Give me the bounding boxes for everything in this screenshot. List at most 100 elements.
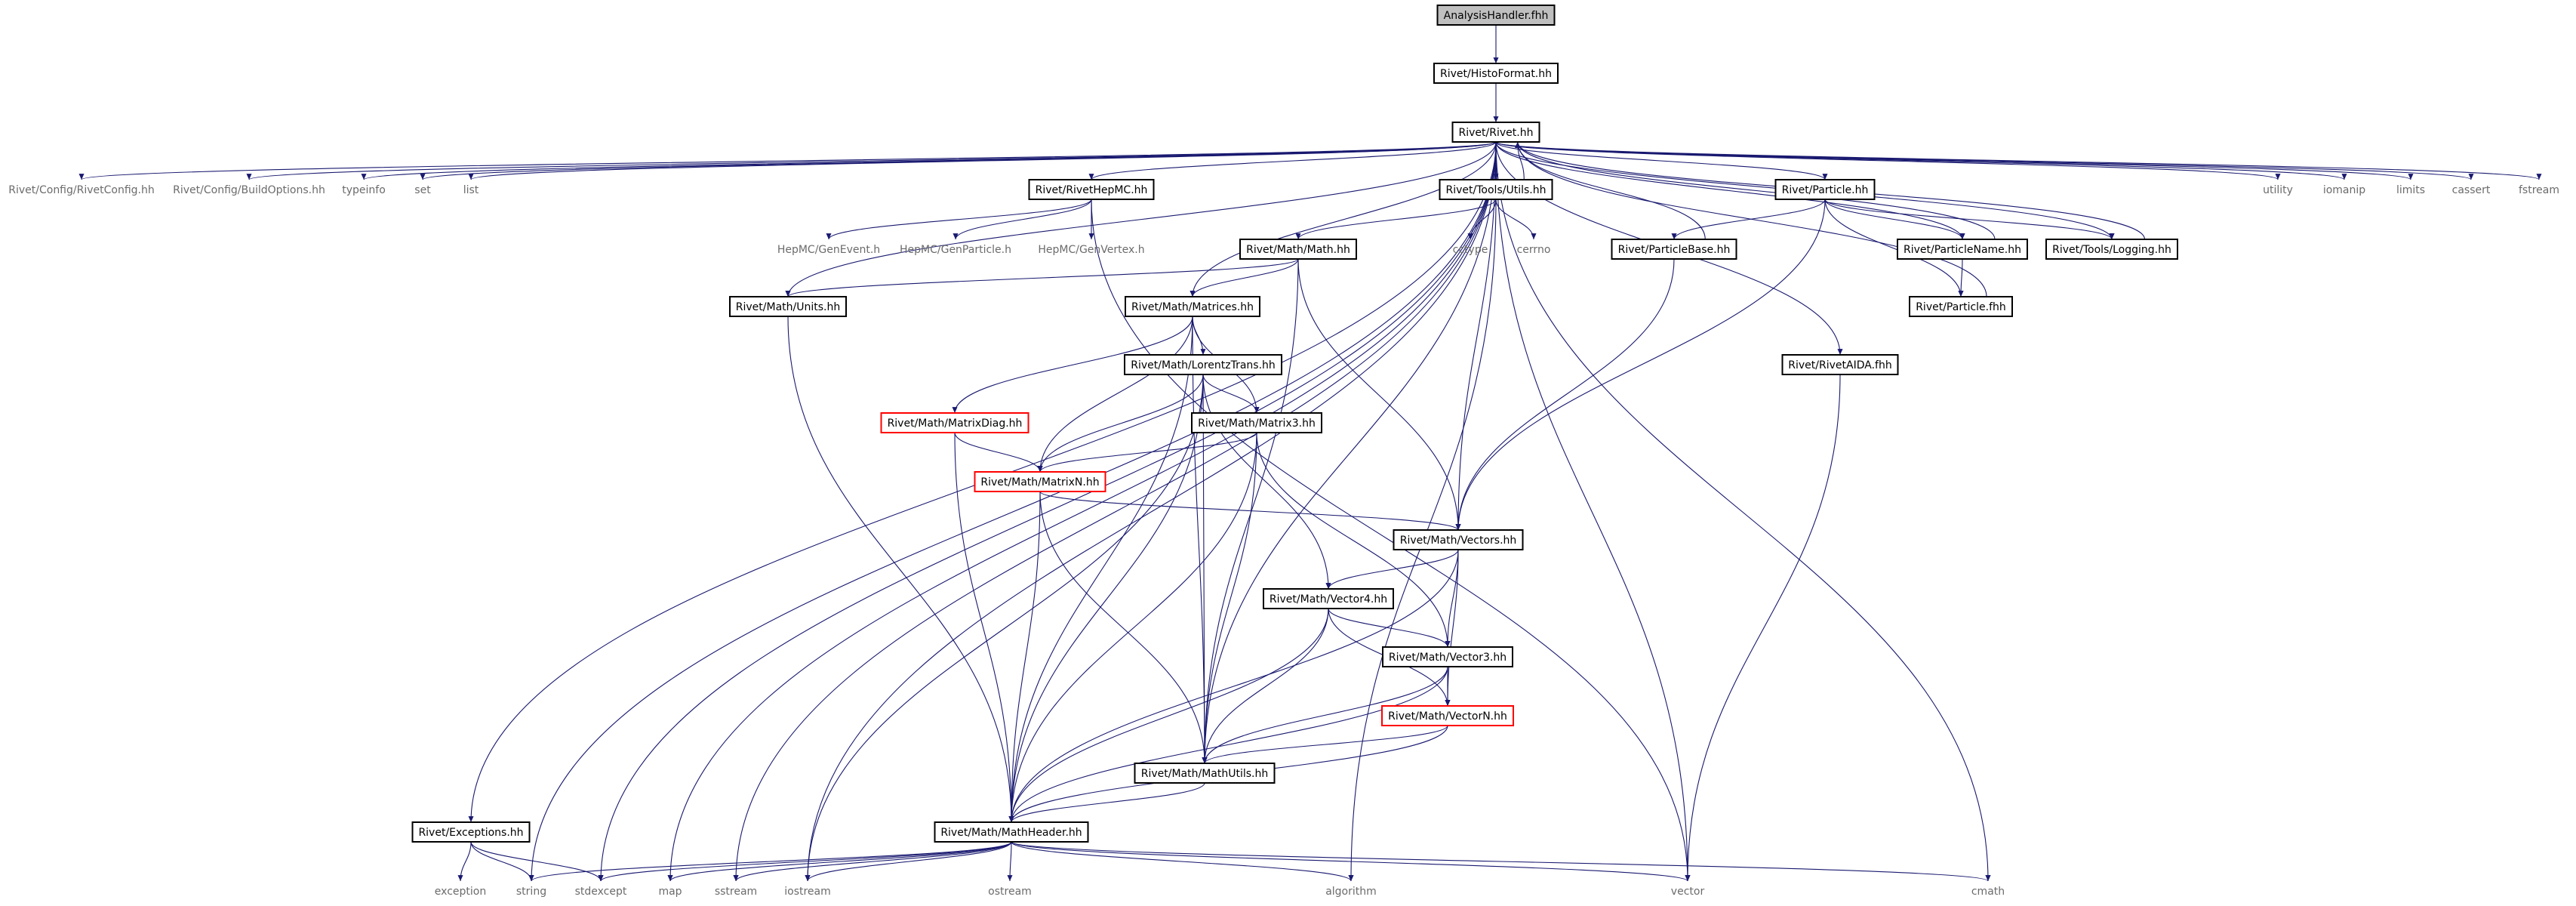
edge-rivetaida-to-vector: [1685, 374, 1841, 882]
node-cmath: cmath: [1971, 886, 2005, 898]
node-particlebase[interactable]: Rivet/ParticleBase.hh: [1611, 239, 1737, 260]
node-label: Rivet/Math/LorentzTrans.hh: [1131, 359, 1276, 371]
edge-mathheader-to-algorithm: [1011, 841, 1354, 882]
node-box: [1381, 705, 1514, 726]
node-label: list: [463, 184, 479, 196]
node-box: [1124, 354, 1282, 375]
node-label: Rivet/Tools/Utils.hh: [1446, 184, 1547, 196]
edge-rivet-to-typeinfo: [362, 141, 1497, 180]
node-root[interactable]: AnalysisHandler.fhh: [1436, 5, 1556, 26]
node-lorentztrans[interactable]: Rivet/Math/LorentzTrans.hh: [1124, 354, 1282, 375]
node-typeinfo: typeinfo: [342, 184, 386, 196]
edge-rivet-to-map: [667, 141, 1497, 882]
edge-mathheader-to-stdexcept: [598, 841, 1012, 882]
node-matrices[interactable]: Rivet/Math/Matrices.hh: [1125, 296, 1260, 317]
node-cassert: cassert: [2452, 184, 2491, 196]
edge-matrix3-to-mathheader: [1008, 432, 1257, 823]
edge-lorentztrans-to-mathheader: [1008, 374, 1204, 823]
edge-rivet-to-fstream: [1495, 141, 2542, 180]
node-label: Rivet/Particle.fhh: [1916, 301, 2006, 313]
edge-units-to-mathheader: [787, 316, 1014, 823]
edge-vectors-to-vectorn: [1445, 549, 1459, 707]
node-label: cerrno: [1517, 244, 1551, 256]
node-stdexcept: stdexcept: [575, 886, 627, 898]
node-box: [1436, 5, 1556, 26]
node-rivetaida[interactable]: Rivet/RivetAIDA.fhh: [1781, 354, 1899, 375]
edge-rivet-to-mathutils: [1202, 141, 1497, 764]
node-label: Rivet/Exceptions.hh: [418, 827, 523, 839]
node-label: Rivet/Math/Matrix3.hh: [1198, 418, 1316, 430]
edge-rivethepmc-to-genevent: [826, 199, 1092, 240]
node-box: [1451, 122, 1540, 143]
node-vector4[interactable]: Rivet/Math/Vector4.hh: [1263, 588, 1394, 609]
node-string: string: [516, 886, 546, 898]
node-logging[interactable]: Rivet/Tools/Logging.hh: [2045, 239, 2178, 260]
node-label: cmath: [1971, 886, 2005, 898]
edge-rivet-to-matrices: [1190, 141, 1497, 297]
node-box: [1028, 179, 1155, 200]
edge-rivet-to-iostream: [805, 141, 1497, 882]
node-label: exception: [435, 886, 486, 898]
node-label: typeinfo: [342, 184, 386, 196]
node-label: Rivet/Math/Matrices.hh: [1131, 301, 1254, 313]
node-label: Rivet/HistoFormat.hh: [1440, 68, 1552, 80]
node-exceptions[interactable]: Rivet/Exceptions.hh: [411, 821, 531, 843]
node-box: [1774, 179, 1876, 200]
node-rivethepmc[interactable]: Rivet/RivetHepMC.hh: [1028, 179, 1155, 200]
node-matrix3[interactable]: Rivet/Math/Matrix3.hh: [1191, 412, 1322, 433]
node-units[interactable]: Rivet/Math/Units.hh: [729, 296, 847, 317]
node-label: Rivet/RivetHepMC.hh: [1036, 184, 1148, 196]
edge-rivet-to-units: [785, 141, 1497, 297]
node-label: Rivet/Math/Units.hh: [736, 301, 840, 313]
node-label: ostream: [988, 886, 1032, 898]
edge-vector4-to-mathutils: [1202, 608, 1329, 764]
edge-rivet-to-rivethepmc: [1088, 141, 1497, 180]
edge-matrixdiag-to-mathheader: [954, 432, 1014, 823]
edge-rivet-to-vector: [1495, 141, 1691, 882]
node-particlefhh[interactable]: Rivet/Particle.fhh: [1909, 296, 2013, 317]
edge-rivet-to-iomanip: [1495, 141, 2347, 180]
nodes-layer: AnalysisHandler.fhhRivet/HistoFormat.hhR…: [8, 5, 2559, 898]
node-mathheader[interactable]: Rivet/Math/MathHeader.hh: [934, 821, 1089, 843]
edge-rivet-to-sstream: [733, 141, 1497, 882]
node-mathmath[interactable]: Rivet/Math/Math.hh: [1239, 239, 1357, 260]
edge-rivet-to-stdexcept: [598, 141, 1497, 882]
node-label: Rivet/Math/MatrixN.hh: [980, 476, 1099, 488]
node-matrixn[interactable]: Rivet/Math/MatrixN.hh: [974, 471, 1106, 492]
edge-vector3-to-mathheader: [1008, 666, 1448, 823]
edge-exceptions-to-string: [470, 841, 534, 882]
node-box: [1191, 412, 1322, 433]
edge-vector3-to-mathutils: [1202, 666, 1448, 764]
node-sstream: sstream: [715, 886, 757, 898]
node-toolsutils[interactable]: Rivet/Tools/Utils.hh: [1439, 179, 1553, 200]
node-label: Rivet/ParticleName.hh: [1904, 244, 2021, 256]
edge-matrices-to-lorentztrans: [1192, 316, 1206, 356]
node-map: map: [658, 886, 682, 898]
edge-matrices-to-matrixdiag: [952, 316, 1193, 414]
node-mathutils[interactable]: Rivet/Math/MathUtils.hh: [1134, 763, 1276, 784]
node-histoformat[interactable]: Rivet/HistoFormat.hh: [1433, 63, 1559, 84]
edge-rivethepmc-to-genparticle: [953, 199, 1092, 240]
node-cctype: cctype: [1453, 244, 1488, 256]
edge-lorentztrans-to-mathutils: [1202, 374, 1208, 764]
node-vectorn[interactable]: Rivet/Math/VectorN.hh: [1381, 705, 1514, 726]
node-vectors[interactable]: Rivet/Math/Vectors.hh: [1393, 529, 1524, 550]
node-particlename[interactable]: Rivet/ParticleName.hh: [1897, 239, 2028, 260]
node-vector: vector: [1671, 886, 1705, 898]
edge-particle-to-vectors: [1455, 199, 1826, 531]
edge-matrix3-to-matrixn: [1037, 432, 1257, 473]
node-label: cctype: [1453, 244, 1488, 256]
node-matrixdiag[interactable]: Rivet/Math/MatrixDiag.hh: [880, 412, 1029, 433]
node-label: Rivet/RivetAIDA.fhh: [1788, 359, 1891, 371]
edge-particle-to-particlefhh: [1824, 199, 1964, 297]
node-rivet[interactable]: Rivet/Rivet.hh: [1451, 122, 1540, 143]
node-vector3[interactable]: Rivet/Math/Vector3.hh: [1382, 646, 1513, 667]
node-box: [2045, 239, 2178, 260]
node-box: [1611, 239, 1737, 260]
node-utility: utility: [2263, 184, 2293, 196]
edge-rivet-to-rivetconfig: [79, 141, 1497, 180]
node-box: [1125, 296, 1260, 317]
edge-mathmath-to-matrices: [1190, 258, 1299, 297]
node-particle[interactable]: Rivet/Particle.hh: [1774, 179, 1876, 200]
node-box: [1897, 239, 2028, 260]
